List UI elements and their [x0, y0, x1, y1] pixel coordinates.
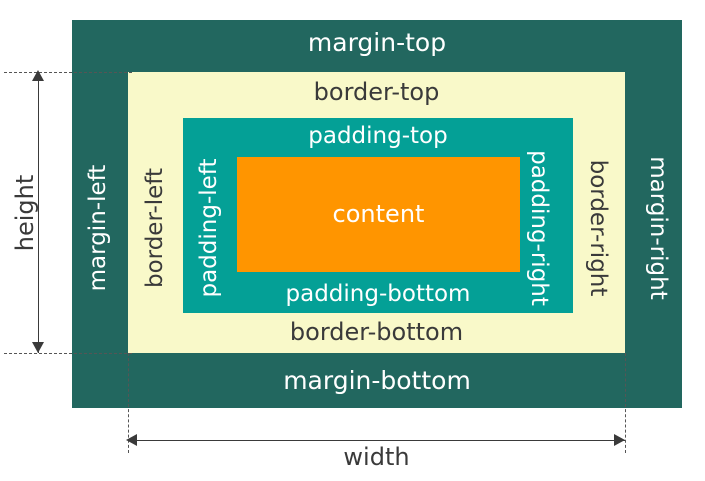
width-guide-left	[128, 353, 129, 453]
width-arrowhead-right	[614, 434, 625, 446]
height-dimension-line	[38, 72, 39, 353]
content-label: content	[332, 200, 425, 228]
width-label: width	[343, 443, 410, 471]
padding-top-label: padding-top	[308, 123, 448, 149]
height-arrowhead-down	[32, 342, 44, 353]
width-guide-right	[625, 353, 626, 453]
content-box	[237, 157, 520, 272]
margin-left-label: margin-left	[85, 164, 111, 292]
height-arrowhead-up	[32, 70, 44, 81]
width-arrowhead-left	[126, 434, 137, 446]
height-guide-top	[4, 72, 132, 73]
height-guide-bottom	[4, 353, 132, 354]
margin-top-label: margin-top	[307, 28, 447, 57]
padding-left-label: padding-left	[196, 158, 222, 298]
border-right-label: border-right	[585, 159, 611, 297]
margin-right-label: margin-right	[645, 156, 671, 300]
padding-right-label: padding-right	[526, 150, 552, 306]
border-bottom-label: border-bottom	[289, 318, 464, 346]
height-label: height	[11, 174, 39, 252]
border-left-label: border-left	[142, 168, 168, 289]
border-top-label: border-top	[313, 78, 440, 106]
padding-bottom-label: padding-bottom	[285, 281, 471, 307]
width-dimension-line	[128, 440, 625, 441]
margin-bottom-label: margin-bottom	[283, 366, 471, 395]
